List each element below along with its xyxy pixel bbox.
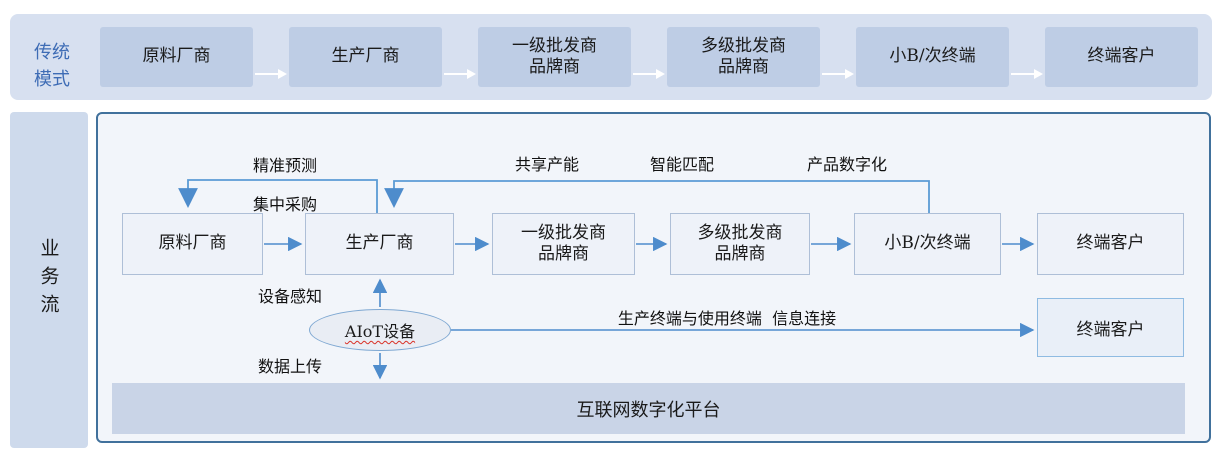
right-arrow-icon — [1011, 65, 1043, 79]
label-data-upload: 数据上传 — [257, 357, 323, 376]
node-manufacturer: 生产厂商 — [305, 213, 454, 275]
label-shared-capacity: 共享产能 — [514, 155, 580, 174]
node-small-b-terminal: 小B/次终端 — [854, 213, 1001, 275]
label-accurate-forecast: 精准预测 — [252, 156, 318, 175]
right-arrow-icon — [255, 65, 287, 79]
node-raw-material-supplier: 原料厂商 — [122, 213, 263, 275]
right-arrow-icon — [822, 65, 854, 79]
forecast-bracket-arrow — [178, 179, 378, 213]
trad-node-end-customer: 终端客户 — [1045, 27, 1198, 87]
trad-node-manufacturer: 生产厂商 — [289, 27, 442, 87]
business-flow-panel: 精准预测 集中采购 共享产能 智能匹配 产品数字化 设备感知 数据上传 生产终端… — [96, 112, 1211, 443]
internet-platform-bar: 互联网数字化平台 — [112, 383, 1185, 434]
trad-node-tier1-wholesaler-brand: 一级批发商 品牌商 — [478, 27, 631, 87]
label-device-sensing: 设备感知 — [257, 287, 323, 306]
label-centralized-purchasing: 集中采购 — [252, 195, 318, 214]
node-multi-tier-wholesaler-brand: 多级批发商 品牌商 — [670, 213, 810, 275]
label-terminal-info-link: 生产终端与使用终端 信息连接 — [617, 309, 837, 328]
aiot-device-label: AIoT设备 — [344, 322, 416, 341]
trad-node-raw-material-supplier: 原料厂商 — [100, 27, 253, 87]
capacity-bracket-arrow — [384, 180, 930, 213]
trad-node-small-b-terminal: 小B/次终端 — [856, 27, 1009, 87]
traditional-mode-row: 传统模式 原料厂商 生产厂商 一级批发商 品牌商 多级批发商 品牌商 小B/次终… — [10, 14, 1212, 100]
internet-platform-label: 互联网数字化平台 — [576, 399, 721, 421]
node-tier1-wholesaler-brand: 一级批发商 品牌商 — [492, 213, 635, 275]
business-flow-label-bar: 业务流 — [10, 112, 88, 448]
node-end-customer: 终端客户 — [1037, 213, 1184, 275]
right-arrow-icon — [633, 65, 665, 79]
label-intelligent-matching: 智能匹配 — [649, 155, 715, 174]
business-flow-label: 业务流 — [37, 238, 60, 322]
aiot-device-node: AIoT设备 — [309, 309, 451, 351]
traditional-mode-label: 传统模式 — [34, 42, 70, 90]
trad-node-multi-tier-wholesaler-brand: 多级批发商 品牌商 — [667, 27, 820, 87]
node-end-customer-2: 终端客户 — [1037, 298, 1184, 357]
label-product-digitalization: 产品数字化 — [806, 155, 888, 174]
connector-lines — [178, 179, 1035, 380]
right-arrow-icon — [444, 65, 476, 79]
